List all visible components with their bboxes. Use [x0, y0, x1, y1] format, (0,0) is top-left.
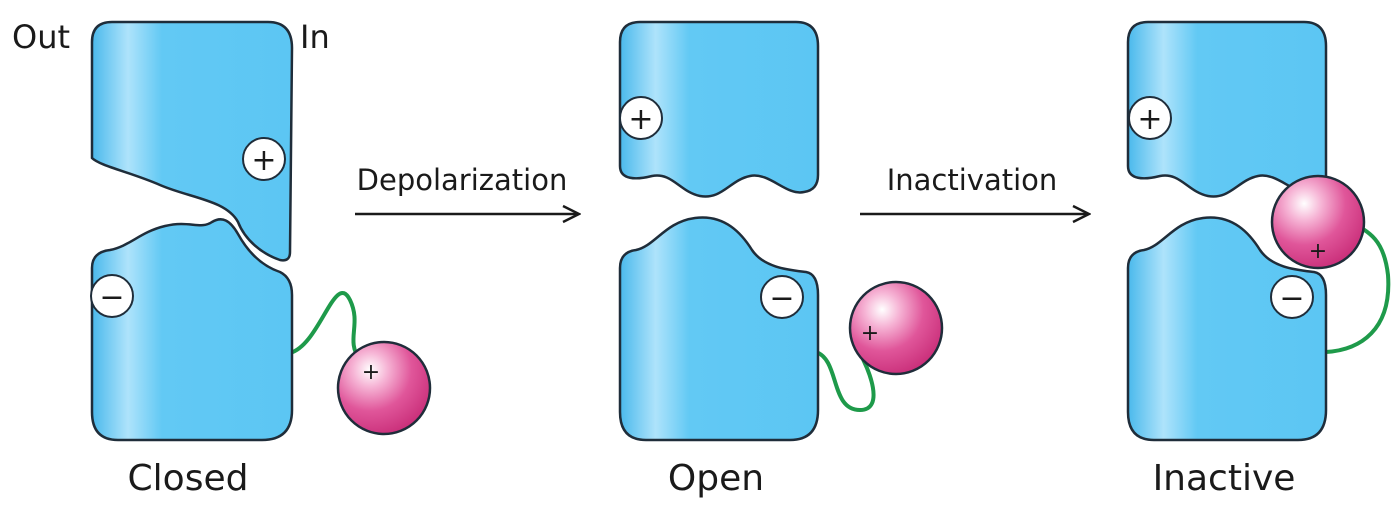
tether-open — [815, 348, 876, 413]
state-label-closed: Closed — [128, 458, 249, 499]
negative-charge-symbol-open: − — [769, 281, 794, 316]
ball-charge-symbol-inactive: + — [1309, 239, 1327, 264]
tether-inactive — [1325, 220, 1391, 354]
negative-charge-symbol-inactive: − — [1279, 281, 1304, 316]
positive-charge-symbol-open: + — [628, 102, 653, 137]
negative-charge-closed — [90, 274, 134, 318]
state-open: + − + Open — [618, 20, 944, 499]
negative-charge-open — [760, 275, 804, 319]
positive-charge-symbol-closed: + — [251, 143, 276, 178]
inactivation-ball-open — [848, 280, 944, 376]
outside-label: Out — [12, 18, 70, 56]
positive-charge-inactive — [1128, 96, 1172, 140]
ball-charge-symbol-closed: + — [362, 360, 380, 385]
ball-charge-symbol-open: + — [861, 321, 879, 346]
state-inactive: + − + Inactive — [1126, 20, 1391, 499]
channel-bottom-inactive — [1126, 216, 1328, 442]
channel-bottom-closed — [90, 218, 294, 442]
positive-charge-symbol-inactive: + — [1137, 102, 1162, 137]
negative-charge-symbol-closed: − — [99, 280, 124, 315]
state-closed: + − + Closed — [90, 20, 432, 499]
inactivation-ball-inactive — [1270, 174, 1366, 270]
tether-closed — [289, 290, 362, 362]
state-label-inactive: Inactive — [1153, 458, 1296, 499]
state-label-open: Open — [668, 458, 764, 499]
channel-top-open — [618, 20, 820, 198]
arrow-label-depolarization: Depolarization — [357, 163, 568, 197]
positive-charge-open — [619, 96, 663, 140]
arrow-label-inactivation: Inactivation — [887, 163, 1058, 197]
arrow-inactivation: Inactivation — [860, 163, 1088, 214]
channel-top-inactive — [1126, 20, 1328, 198]
positive-charge-closed — [242, 137, 286, 181]
inactivation-ball-closed — [336, 340, 432, 436]
negative-charge-inactive — [1270, 275, 1314, 319]
inside-label: In — [300, 18, 330, 56]
channel-bottom-open — [618, 216, 820, 442]
channel-top-closed — [90, 20, 294, 262]
arrow-depolarization: Depolarization — [355, 163, 578, 214]
